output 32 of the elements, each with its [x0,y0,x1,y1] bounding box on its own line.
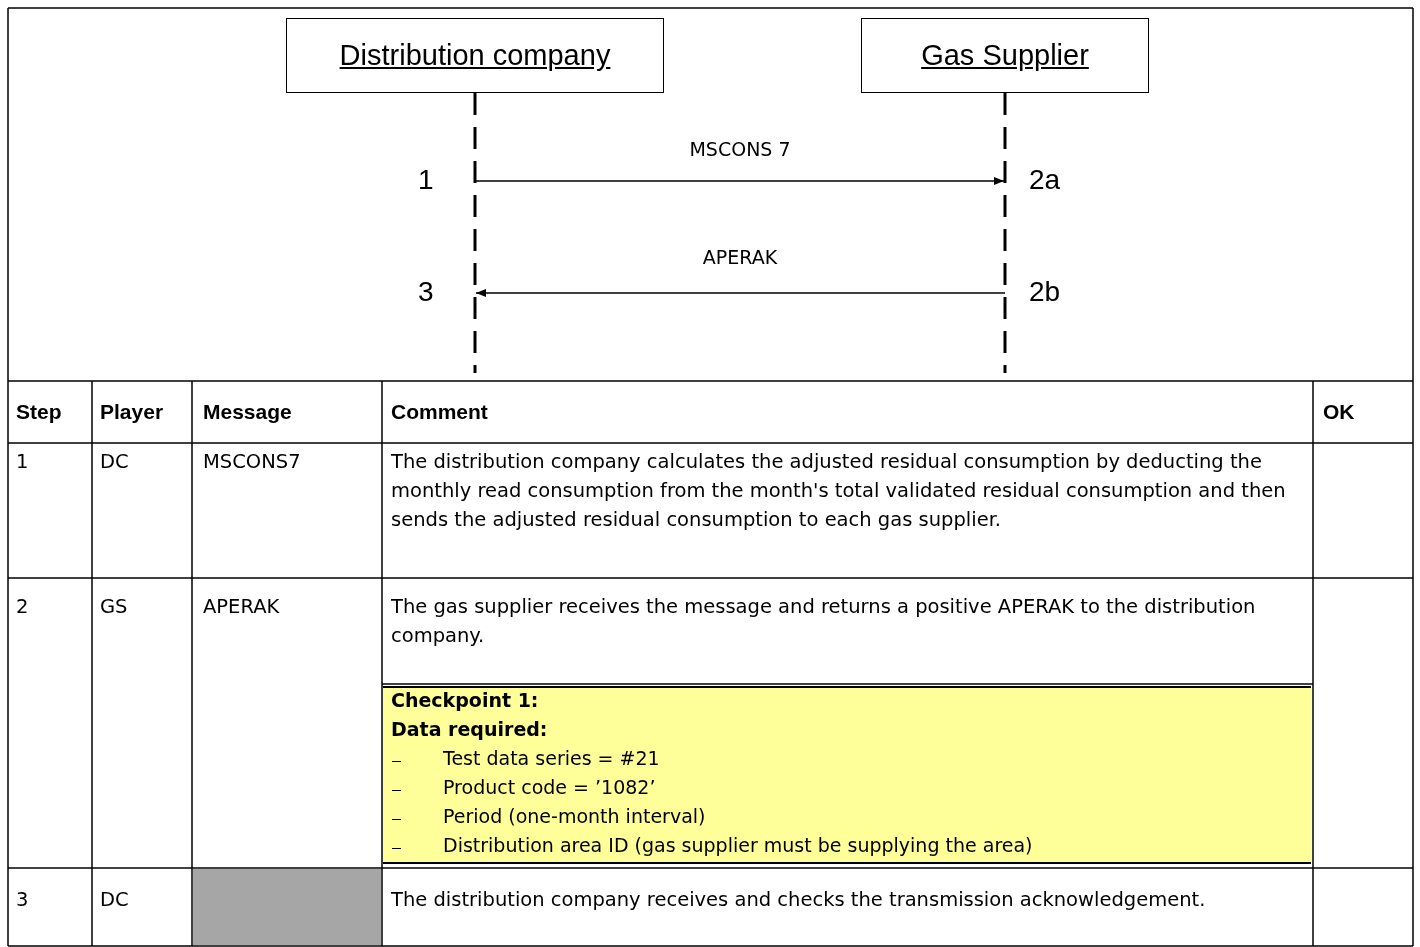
column-header: Message [203,399,292,425]
step-number: 2a [1029,164,1061,196]
table-text: MSCONS7 [203,449,301,475]
list-item: Test data series = #21 [443,746,660,771]
message-label: MSCONS 7 [689,138,791,160]
list-item: Distribution area ID (gas supplier must be supplying the area) [443,833,1033,858]
message-arrow [475,289,1006,297]
table-text: 2 [16,594,29,620]
column-header: Player [100,399,164,425]
step-number: 3 [418,276,434,308]
step-number: 2b [1029,276,1061,308]
table-text: DC [100,449,129,475]
column-header: Step [16,399,62,425]
checkpoint-heading: Checkpoint 1: [391,688,539,713]
column-header: Comment [391,399,488,425]
table-text: GS [100,594,128,620]
step-number: 1 [418,164,434,196]
checkpoint-heading: Data required: [391,717,548,742]
list-item: Product code = ’1082’ [443,775,656,800]
column-header: OK [1323,399,1355,425]
table-text: APERAK [203,594,280,620]
participant-box: Distribution company [286,18,664,93]
message-arrow [474,177,1005,185]
table-text: 1 [16,449,29,475]
comment-text: The distribution company receives and checks the transmission acknowledgement. [391,887,1207,913]
participant-box: Gas Supplier [861,18,1149,93]
table-text: 3 [16,887,29,913]
list-item: Period (one-month interval) [443,804,706,829]
comment-text: The distribution company calculates the adjusted residual consumption by deducting the monthly read consumption from the month's total validated residual consumption and then sends the adjusted residual consumption to each gas supplier. [391,449,1287,533]
message-label: APERAK [702,246,778,268]
table-text: DC [100,887,129,913]
comment-text: The gas supplier receives the message and returns a positive APERAK to the distribution company. [391,594,1257,649]
